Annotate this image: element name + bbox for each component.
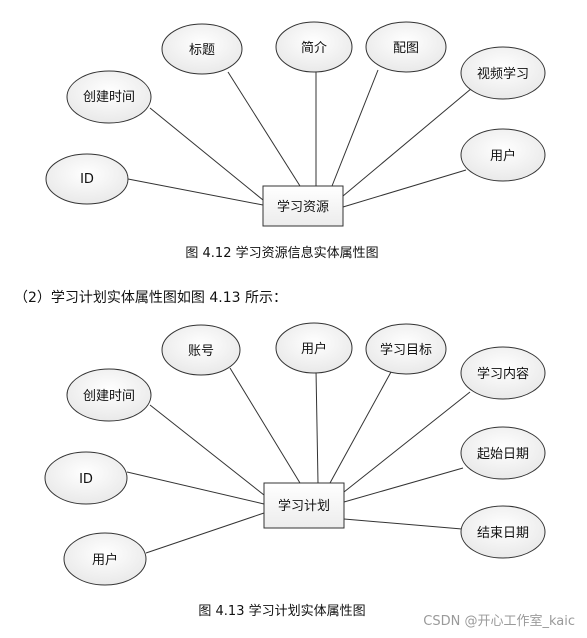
attribute-created-time: 创建时间: [66, 70, 152, 124]
attribute-learning-content: 学习内容: [460, 346, 546, 400]
attribute-created-time: 创建时间: [66, 368, 152, 422]
attribute-video-learning: 视频学习: [460, 46, 546, 100]
attribute-user: 用户: [460, 128, 546, 182]
attribute-user: 用户: [275, 322, 353, 374]
attribute-label: ID: [79, 472, 93, 487]
figure-caption: 图 4.12 学习资源信息实体属性图: [185, 245, 378, 261]
attribute-label: 用户: [301, 341, 327, 357]
attribute-user-2: 用户: [63, 532, 147, 586]
body-paragraph: （2）学习计划实体属性图如图 4.13 所示：: [14, 290, 287, 306]
attribute-title: 标题: [161, 23, 243, 75]
attribute-id: ID: [45, 153, 129, 205]
attribute-label: 标题: [189, 43, 215, 58]
attribute-label: 用户: [490, 148, 516, 164]
attribute-label: 创建时间: [83, 389, 135, 404]
attribute-label: 简介: [301, 40, 327, 56]
attribute-label: 用户: [92, 552, 118, 568]
attribute-label: 视频学习: [477, 66, 529, 82]
figure-caption: 图 4.13 学习计划实体属性图: [198, 603, 365, 619]
attribute-image: 配图: [365, 21, 447, 73]
attribute-label: 学习目标: [380, 342, 432, 358]
attribute-start-date: 起始日期: [460, 426, 546, 480]
attribute-label: 学习内容: [477, 366, 529, 382]
entity-label: 学习计划: [278, 498, 330, 514]
attribute-account: 账号: [161, 324, 241, 376]
attribute-intro: 简介: [275, 21, 353, 73]
diagram-learning-plan: ID 创建时间 账号 用户 学习目标 学习内容 起始日期 结束日期: [44, 322, 546, 619]
attribute-learning-goal: 学习目标: [365, 323, 447, 375]
relationship-lines: [126, 367, 471, 554]
attribute-label: ID: [80, 172, 94, 187]
attribute-label: 账号: [188, 344, 214, 359]
diagram-learning-resource: ID 创建时间 标题 简介 配图 视频学习 用户 学习资源: [45, 21, 546, 261]
entity-label: 学习资源: [277, 199, 329, 215]
attribute-label: 起始日期: [477, 447, 529, 462]
attribute-id: ID: [44, 451, 128, 505]
attribute-label: 结束日期: [477, 526, 529, 541]
watermark: CSDN @开心工作室_kaic: [423, 613, 575, 629]
attribute-label: 创建时间: [83, 90, 135, 105]
attribute-label: 配图: [393, 41, 419, 56]
entity-learning-resource: 学习资源: [262, 185, 344, 227]
entity-learning-plan: 学习计划: [263, 482, 345, 529]
relationship-lines: [127, 69, 473, 208]
attribute-end-date: 结束日期: [460, 505, 546, 559]
